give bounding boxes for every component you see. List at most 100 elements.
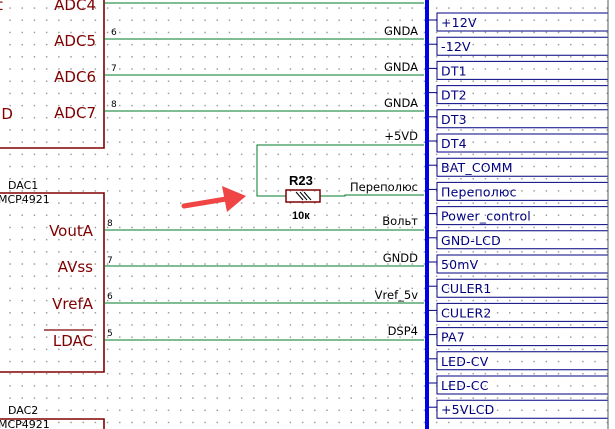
net-label-plus5vd: +5VD xyxy=(384,129,418,143)
bus-entry-box xyxy=(436,399,608,419)
net-label-volt: Вольт xyxy=(382,214,418,228)
net-label-gnda-3: GNDA xyxy=(384,96,418,110)
bus-entry-box xyxy=(436,278,608,298)
bus-entry-box xyxy=(436,327,608,347)
dac2-outline xyxy=(0,418,105,429)
bus-entry[interactable]: CULER2 xyxy=(429,302,608,322)
bus-entry-box xyxy=(436,181,608,201)
bus-entry-box xyxy=(436,36,608,56)
bus-entry-box xyxy=(436,12,608,32)
dac2-ref: DAC2 xyxy=(8,404,38,417)
bus-entry-label: LED-CV xyxy=(441,354,489,369)
net-label-gnda-2: GNDA xyxy=(384,60,418,74)
bus-entry[interactable]: PA7 xyxy=(429,327,608,347)
bus-entry-label: DT2 xyxy=(441,88,467,103)
adc7-pin-number: 8 xyxy=(111,100,117,110)
dac1-ref: DAC1 xyxy=(8,179,38,192)
bus-entry-box xyxy=(436,206,608,226)
bus-entry-label: Переполюс xyxy=(441,184,517,199)
adc5-pin-label: ADC5 xyxy=(54,32,96,50)
dac1-pin5-number: 5 xyxy=(107,329,113,339)
wire-perepolyus[interactable] xyxy=(320,194,424,197)
bus-entry-box xyxy=(436,133,608,153)
resistor-body xyxy=(285,189,321,203)
adc7-pin-label: ADC7 xyxy=(54,104,96,122)
bus-entry-box xyxy=(436,230,608,250)
dac1-vouta-label: VoutA xyxy=(49,222,94,240)
bus-entry[interactable]: DT4 xyxy=(429,133,608,153)
bus-entry[interactable]: DT3 xyxy=(429,109,608,129)
bus-entry-label: -12V xyxy=(441,39,471,54)
net-labels: GNDA GNDA GNDA +5VD Переполюс Вольт GNDD… xyxy=(350,24,418,338)
bus-entry[interactable]: +12V xyxy=(429,12,608,32)
bus-entry-label: BAT_COMM xyxy=(441,160,513,175)
bus-entry-box xyxy=(436,351,608,371)
bus-entry-label: DT1 xyxy=(441,63,467,78)
dac1-pin8-number: 8 xyxy=(107,219,113,229)
bus-entry[interactable]: -12V xyxy=(429,36,608,56)
bus-entry[interactable]: DT2 xyxy=(429,85,608,105)
bus-entry[interactable]: +5VLCD xyxy=(429,399,608,419)
dac1-vrefa-label: VrefA xyxy=(52,295,94,313)
bus-entry-box xyxy=(436,254,608,274)
resistor-r23[interactable]: R23 10к xyxy=(285,173,321,222)
bus-entry-label: GND-LCD xyxy=(441,233,501,248)
dac1-avss-label: AVss xyxy=(58,258,93,276)
bus-entry-box xyxy=(436,375,608,395)
net-label-gndd: GNDD xyxy=(383,251,418,265)
bus-entry-label: LED-CC xyxy=(441,378,489,393)
adc5-pin-number: 6 xyxy=(111,28,117,38)
wires xyxy=(104,2,424,341)
dac1-pin6-number: 6 xyxy=(107,292,113,302)
bus-entry-label: 50mV xyxy=(441,257,479,272)
resistor-ref: R23 xyxy=(289,173,313,188)
bus-entry-box xyxy=(436,157,608,177)
adc6-pin-number: 7 xyxy=(111,64,117,74)
adc6-pin-label: ADC6 xyxy=(54,68,96,86)
bus-entry[interactable]: GND-LCD xyxy=(429,230,608,250)
dac2-chip[interactable]: DAC2 MCP4921 xyxy=(0,404,105,429)
bus-entry-box xyxy=(436,60,608,80)
net-label-perepolyus: Переполюс xyxy=(350,180,418,194)
bus-entry[interactable]: Переполюс xyxy=(429,181,608,201)
bus-entry-label: +12V xyxy=(441,15,477,30)
bus-entry[interactable]: CULER1 xyxy=(429,278,608,298)
resistor-value: 10к xyxy=(292,210,310,222)
wire-plus5vd[interactable] xyxy=(256,144,424,197)
dac1-outline xyxy=(0,192,105,373)
top-chip-partial-text-2: ID xyxy=(0,105,13,123)
dac1-chip[interactable]: DAC1 MCP4921 VoutA AVss VrefA LDAC 8 7 6… xyxy=(0,179,113,373)
bus-entry[interactable]: DT1 xyxy=(429,60,608,80)
bus-entry-label: PA7 xyxy=(441,330,465,345)
dac1-pin7-number: 7 xyxy=(107,256,113,266)
bus-entry-label: Power_control xyxy=(441,209,531,224)
bus-entry[interactable]: BAT_COMM xyxy=(429,157,608,177)
bus-entry[interactable]: 50mV xyxy=(429,254,608,274)
bus-entry-box xyxy=(436,85,608,105)
top-chip-outline xyxy=(0,0,105,149)
net-label-vref: Vref_5v xyxy=(375,288,419,302)
bus-entry-label: +5VLCD xyxy=(441,402,495,417)
dac1-part: MCP4921 xyxy=(0,193,50,206)
dac2-part: MCP4921 xyxy=(0,418,50,429)
net-label-gnda-1: GNDA xyxy=(384,24,418,38)
dac1-ldac-label: LDAC xyxy=(53,332,93,350)
red-arrow-icon xyxy=(181,186,246,212)
top-chip[interactable]: t ID ADC4 ADC5 ADC6 ADC7 6 7 8 xyxy=(0,0,117,149)
bus-entry-box xyxy=(436,109,608,129)
bus-entry-box xyxy=(436,302,608,322)
adc4-pin-label: ADC4 xyxy=(54,0,96,14)
bus-entry[interactable]: LED-CV xyxy=(429,351,608,371)
top-chip-partial-text: t xyxy=(0,0,3,14)
bus-entry[interactable]: LED-CC xyxy=(429,375,608,395)
bus-entry-label: CULER1 xyxy=(441,281,492,296)
bus-entry[interactable]: Power_control xyxy=(429,206,608,226)
bus-entry-label: DT3 xyxy=(441,112,467,127)
resistor-symbol-icon xyxy=(295,191,312,201)
net-label-dsp4: DSP4 xyxy=(388,324,418,338)
bus-entry-label: DT4 xyxy=(441,136,467,151)
bus-entry-label: CULER2 xyxy=(441,305,492,320)
